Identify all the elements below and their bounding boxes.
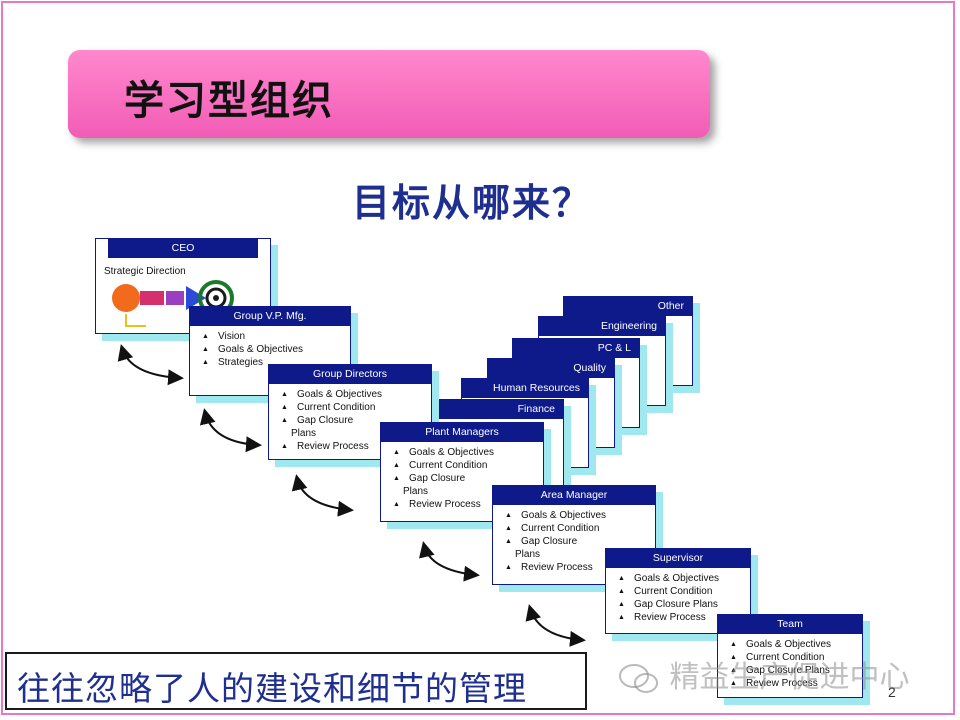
card-title: Team: [718, 615, 862, 634]
card-list: ▲Goals & Objectives ▲Current Condition ▲…: [269, 388, 431, 453]
card-list: ▲Goals & Objectives ▲Current Condition ▲…: [493, 509, 655, 574]
stack-card-title: Engineering: [539, 317, 665, 336]
slide-title: 学习型组织: [124, 78, 334, 124]
list-item: Plans: [515, 549, 541, 560]
list-item: ▲Review Process: [505, 562, 593, 573]
list-item: ▲Goals & Objectives: [618, 573, 720, 584]
list-item: ▲Goals & Objectives: [393, 447, 495, 458]
stack-card-title: Finance: [437, 400, 563, 419]
list-item: ▲Gap Closure Plans: [618, 599, 718, 610]
card-list: ▲Goals & Objectives ▲Current Condition ▲…: [381, 446, 543, 511]
list-item: ▲Review Process: [393, 499, 481, 510]
card-list: ▲Goals & Objectives ▲Current Condition ▲…: [606, 572, 750, 624]
list-item: ▲Vision: [202, 331, 246, 342]
list-item: ▲Current Condition: [393, 460, 488, 471]
list-item: ▲Gap Closure Plans: [730, 665, 830, 676]
watermark: 精益生产促进中心: [618, 652, 910, 695]
bottom-note-text: 往往忽略了人的建设和细节的管理: [17, 669, 527, 708]
stack-card-title: Human Resources: [462, 379, 588, 398]
list-item: ▲Current Condition: [730, 652, 825, 663]
card-title: Group Directors: [269, 365, 431, 384]
card-title: Group V.P. Mfg.: [190, 307, 350, 326]
list-item: ▲Current Condition: [618, 586, 713, 597]
stack-card-title: Quality: [488, 359, 614, 378]
double-arrow-icon: [419, 541, 480, 582]
list-item: ▲Goals & Objectives: [202, 344, 304, 355]
list-item: ▲Review Process: [281, 441, 369, 452]
card-title: Supervisor: [606, 549, 750, 568]
stack-card-title: Other: [564, 297, 692, 316]
card-title: CEO: [108, 239, 258, 258]
title-banner: 学习型组织: [68, 50, 710, 138]
list-item: Plans: [403, 486, 429, 497]
wechat-icon: [619, 663, 658, 693]
card-team: Team ▲Goals & Objectives ▲Current Condit…: [717, 614, 863, 698]
card-list: ▲Goals & Objectives ▲Current Condition ▲…: [718, 638, 862, 690]
ceo-body: Strategic Direction: [96, 258, 270, 333]
card-title: Area Manager: [493, 486, 655, 505]
list-item: ▲Review Process: [618, 612, 706, 623]
list-item: ▲Goals & Objectives: [730, 639, 832, 650]
list-item: ▲Review Process: [730, 678, 818, 689]
strategic-direction-graphic: [112, 280, 234, 327]
list-item: ▲Current Condition: [281, 402, 376, 413]
list-item: ▲Strategies: [202, 357, 264, 368]
card-ceo: CEO Strategic Direction: [95, 238, 271, 334]
list-item: ▲Gap Closure: [281, 415, 354, 426]
double-arrow-icon: [291, 474, 354, 517]
double-arrow-icon: [525, 604, 586, 647]
watermark-text: 精益生产促进中心: [669, 660, 910, 695]
stack-card-title: PC & L: [513, 339, 639, 358]
card-list: ▲Vision ▲Goals & Objectives ▲Strategies: [190, 330, 350, 369]
bottom-note-box: 往往忽略了人的建设和细节的管理: [5, 652, 587, 710]
double-arrow-icon: [117, 344, 184, 386]
list-item: Plans: [291, 428, 317, 439]
list-item: ▲Goals & Objectives: [281, 389, 383, 400]
list-item: ▲Goals & Objectives: [505, 510, 607, 521]
list-item: ▲Gap Closure: [505, 536, 578, 547]
page-number: 2: [888, 684, 896, 700]
list-item: ▲Current Condition: [505, 523, 600, 534]
double-arrow-icon: [199, 408, 262, 453]
card-supervisor: Supervisor ▲Goals & Objectives ▲Current …: [605, 548, 751, 634]
list-item: ▲Gap Closure: [393, 473, 466, 484]
strategic-direction-label: Strategic Direction: [104, 266, 186, 277]
question-heading: 目标从哪来？: [352, 181, 593, 225]
card-group-vp: Group V.P. Mfg. ▲Vision ▲Goals & Objecti…: [189, 306, 351, 396]
card-title: Plant Managers: [381, 423, 543, 442]
